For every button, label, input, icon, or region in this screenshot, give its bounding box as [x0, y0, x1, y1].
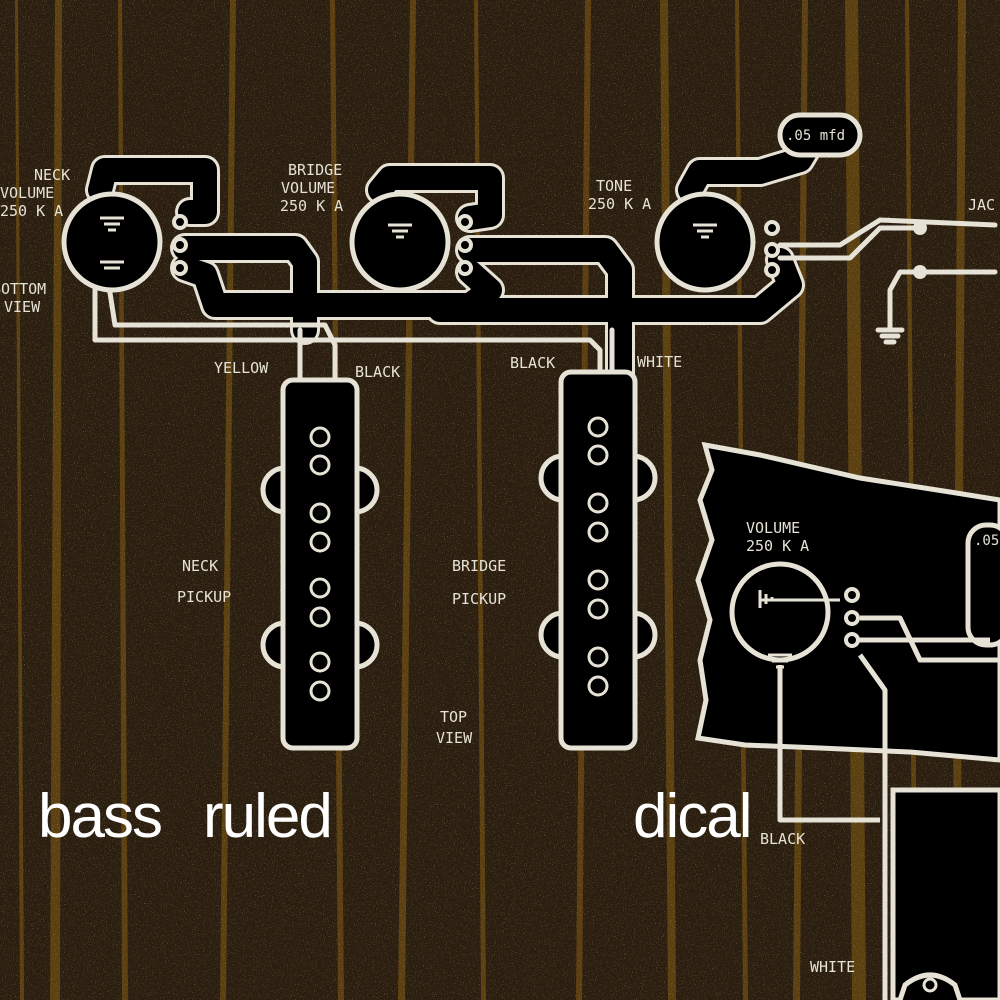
bridge-pickup-label-2: PICKUP: [452, 590, 506, 608]
top-view-label-1: TOP: [440, 708, 467, 726]
second-diagram: .05: [695, 441, 1000, 1000]
neck-pickup-label-1: NECK: [182, 557, 218, 575]
top-view-label-2: VIEW: [436, 729, 473, 747]
tone-pot-label-1: TONE: [596, 177, 632, 195]
neck-pot-label-2: VOLUME: [0, 184, 54, 202]
volume2-label-1: VOLUME: [746, 519, 800, 537]
overlay-word-bass: bass: [38, 782, 163, 851]
overlay-word-ruled: ruled: [203, 782, 333, 851]
wire-label-black-2: BLACK: [510, 354, 555, 372]
capacitor2-label: .05: [974, 533, 999, 549]
bridge-pot-label-2: VOLUME: [281, 179, 335, 197]
pickup-bridge: [538, 369, 658, 751]
bridge-pickup-label-1: BRIDGE: [452, 557, 506, 575]
bottom-view-label-2: VIEW: [4, 298, 41, 316]
bridge-pot-label-1: BRIDGE: [288, 161, 342, 179]
pickup-neck: [260, 377, 380, 751]
wire-label-black-3: BLACK: [760, 830, 805, 848]
pot-tone: [654, 191, 780, 293]
bridge-pot-label-3: 250 K A: [280, 197, 343, 215]
pot-bridge: [349, 191, 473, 293]
pot-neck: [61, 191, 188, 293]
pot-volume-2: [729, 561, 860, 669]
neck-pot-label-3: 250 K A: [0, 202, 63, 220]
capacitor: .05 mfd: [777, 112, 863, 158]
wires: [85, 125, 998, 395]
jack-label: JAC: [968, 196, 995, 214]
volume2-label-2: 250 K A: [746, 537, 809, 555]
capacitor-label: .05 mfd: [786, 128, 845, 144]
wire-label-black-1: BLACK: [355, 363, 400, 381]
labels: NECK VOLUME 250 K A BOTTOM VIEW BRIDGE V…: [0, 161, 995, 976]
bottom-view-label-1: BOTTOM: [0, 280, 46, 298]
overlay-word-dical: dical: [633, 782, 753, 851]
wire-label-white-2: WHITE: [810, 958, 855, 976]
tone-pot-label-2: 250 K A: [588, 195, 651, 213]
neck-pickup-label-2: PICKUP: [177, 588, 231, 606]
wire-label-yellow: YELLOW: [214, 359, 269, 377]
wire-label-white: WHITE: [637, 353, 682, 371]
neck-pot-label-1: NECK: [34, 166, 70, 184]
